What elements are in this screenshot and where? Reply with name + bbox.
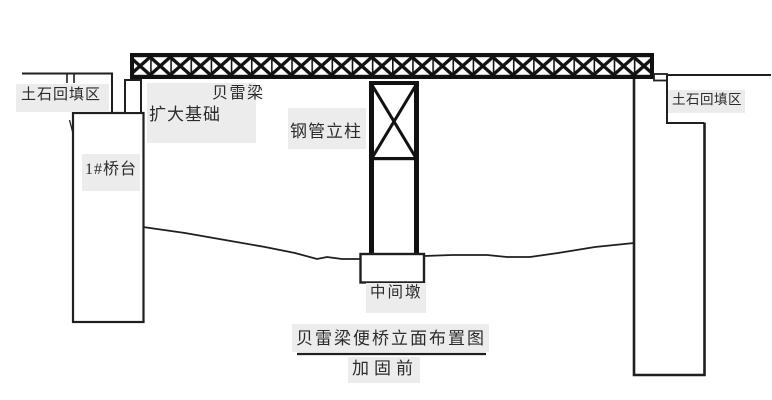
- figure-title: 贝雷梁便桥立面布置图: [292, 324, 489, 352]
- label-steel-pipe-column: 钢管立柱: [288, 108, 366, 149]
- figure-subtitle: 加固前: [348, 357, 420, 383]
- label-bailey-beam: 贝雷梁: [212, 85, 265, 102]
- label-backfill-right: 土石回填区: [668, 90, 745, 113]
- label-middle-pier: 中间墩: [366, 283, 426, 313]
- label-backfill-left: 土石回填区: [16, 84, 110, 112]
- riverbed-line-left: [142, 226, 361, 260]
- label-spread-foundation: 扩大基础: [149, 105, 221, 124]
- left-abutment-shape: [71, 111, 145, 324]
- bridge-seat-pedestal: [124, 79, 142, 114]
- steel-pier-column-shape: [369, 81, 419, 254]
- riverbed-line-right: [423, 242, 635, 258]
- label-abutment-1: 1#桥台: [82, 154, 141, 191]
- right-ground-line: [666, 74, 771, 124]
- right-bearing-block: [653, 73, 668, 82]
- pier-footing-shape: [359, 252, 426, 284]
- pier-cross-brace: [370, 84, 418, 159]
- bailey-truss-girder: [130, 53, 654, 79]
- left-ground-line: [22, 72, 113, 138]
- label-backdrop: [147, 83, 256, 143]
- right-abutment-shape: [632, 79, 706, 377]
